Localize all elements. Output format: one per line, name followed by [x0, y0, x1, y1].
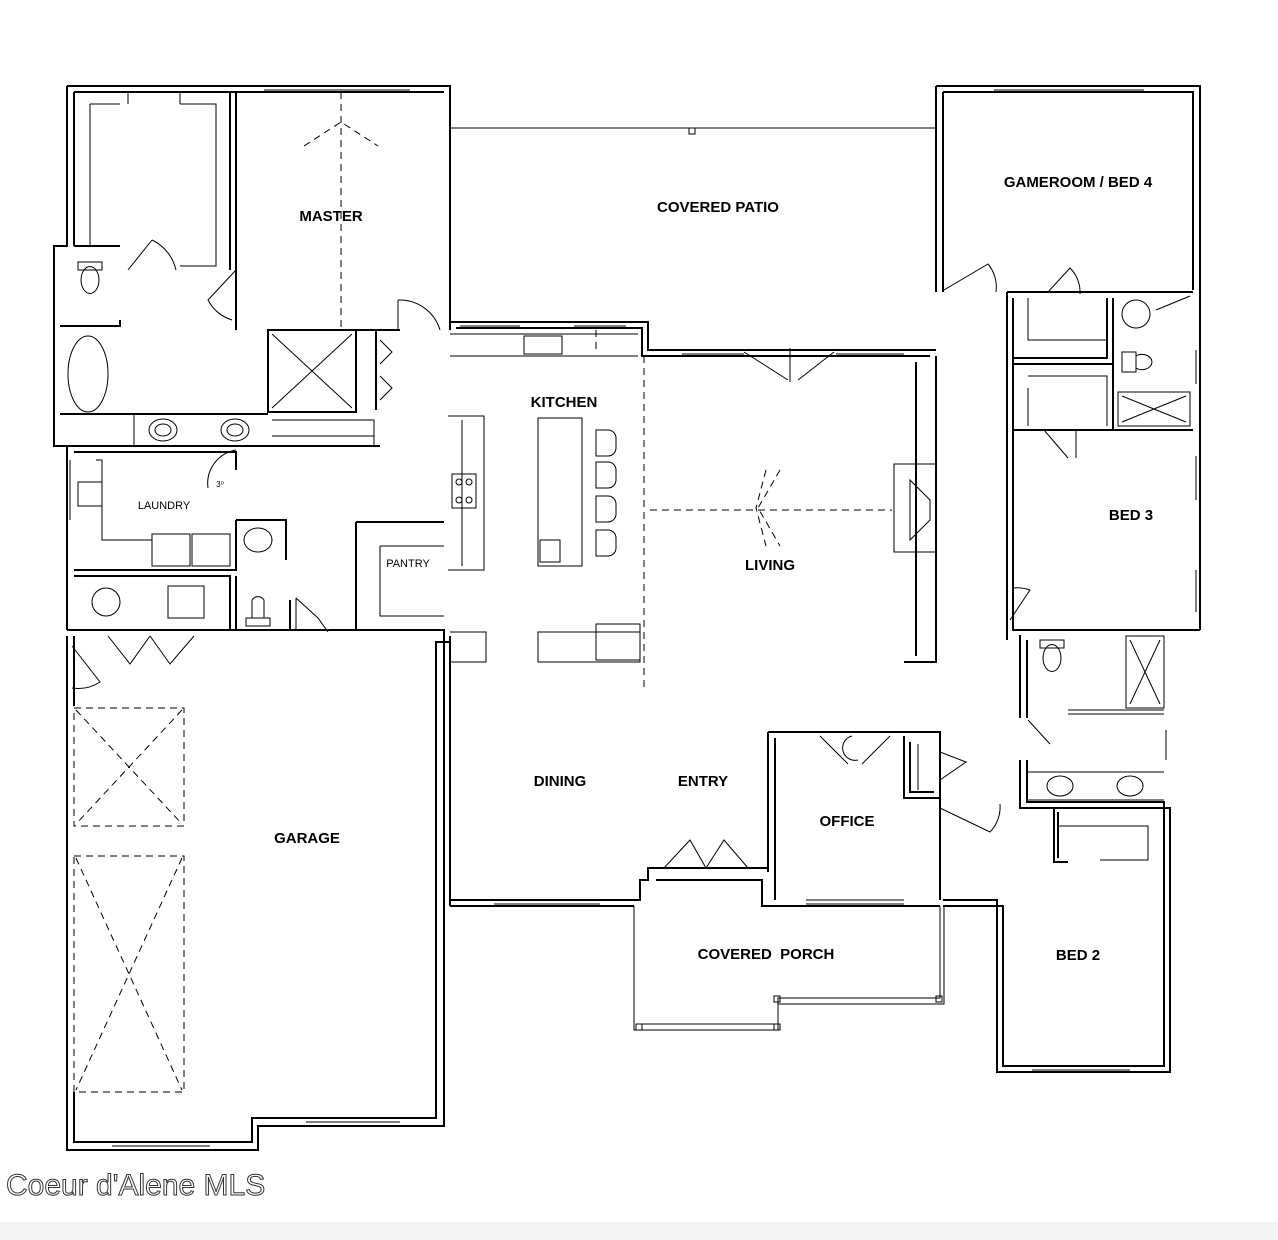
room-label-kitchen: KITCHEN: [531, 394, 598, 411]
post-icon: [935, 995, 943, 1003]
fixtures: [67, 127, 1153, 1031]
bottom-strip: [0, 1222, 1278, 1240]
powder-sink-icon: [243, 527, 273, 553]
room-labels: MASTER COVERED PATIO GAMEROOM / BED 4 KI…: [138, 174, 1153, 964]
toilet-icon: [1121, 351, 1153, 373]
windows: [53, 85, 1197, 1151]
post-icon: [773, 1023, 781, 1031]
sink-icon: [148, 418, 178, 442]
laundry-sink-icon: [77, 481, 103, 507]
sink-icon: [1046, 775, 1074, 797]
post-icon: [773, 995, 781, 1003]
dashed-lines: [73, 92, 892, 1093]
powder-toilet-icon: [245, 596, 271, 627]
room-label-office: OFFICE: [820, 813, 875, 830]
washer-icon: [151, 533, 191, 567]
watermark: Coeur d'Alene MLS: [6, 1169, 265, 1202]
stool-icon: [595, 429, 617, 457]
post-icon: [635, 1023, 643, 1031]
room-label-covered-porch: COVERED PORCH: [698, 946, 835, 963]
room-label-living: LIVING: [745, 557, 795, 574]
cooktop-icon: [451, 473, 477, 509]
room-label-garage: GARAGE: [274, 830, 340, 847]
room-label-gameroom: GAMEROOM / BED 4: [1004, 174, 1153, 191]
room-label-bed2: BED 2: [1056, 947, 1100, 964]
tub-icon: [67, 335, 109, 413]
room-label-laundry: LAUNDRY: [138, 500, 191, 512]
laundry-note: 3⁰: [216, 480, 224, 489]
kitchen-sink-icon: [523, 335, 563, 355]
water-heater-icon: [91, 587, 121, 617]
room-label-covered-patio: COVERED PATIO: [657, 199, 779, 216]
post-icon: [688, 127, 696, 135]
dryer-icon: [191, 533, 231, 567]
doors: [71, 239, 1191, 869]
walls: [53, 85, 1201, 1151]
furnace-icon: [167, 585, 205, 619]
room-label-pantry: PANTRY: [386, 558, 430, 570]
stool-icon: [595, 529, 617, 557]
fireplace-icon: [893, 463, 937, 553]
stool-icon: [595, 461, 617, 489]
toilet-icon: [1039, 639, 1065, 672]
stool-icon: [595, 495, 617, 523]
room-label-entry: ENTRY: [678, 773, 728, 790]
room-label-bed3: BED 3: [1109, 507, 1153, 524]
sink-icon: [1121, 299, 1151, 329]
room-label-master: MASTER: [299, 208, 363, 225]
island-sink-icon: [539, 539, 561, 563]
sink-icon: [1116, 775, 1144, 797]
room-label-dining: DINING: [534, 773, 587, 790]
toilet-icon: [77, 261, 103, 294]
sink-icon: [220, 418, 250, 442]
